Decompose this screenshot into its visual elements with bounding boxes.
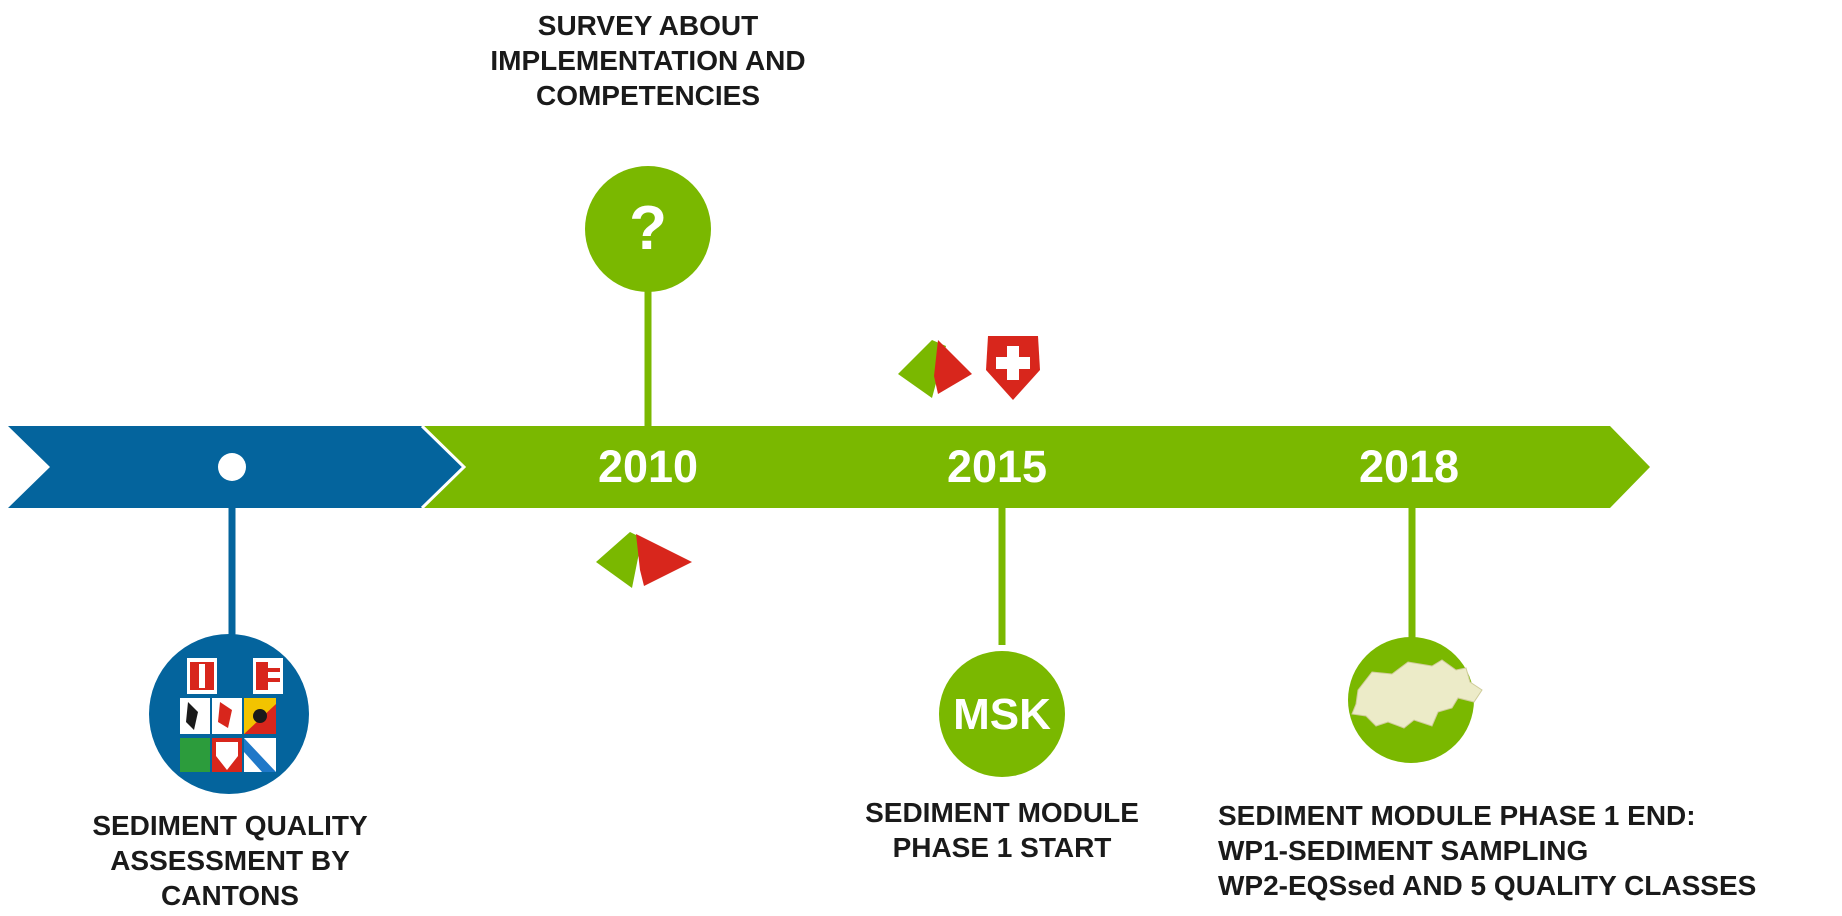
caption-line: WP2-EQSsed AND 5 QUALITY CLASSES [1218,870,1757,901]
caption-phase1-end: SEDIMENT MODULE PHASE 1 END: WP1-SEDIMEN… [1218,798,1838,903]
caption-line: SEDIMENT MODULE PHASE 1 END: [1218,800,1696,831]
question-icon: ? [629,194,667,263]
year-2015: 2015 [946,441,1048,492]
caption-cantons: SEDIMENT QUALITY ASSESSMENT BY CANTONS [40,808,420,913]
timeline-divider [420,424,467,510]
caption-line: SEDIMENT QUALITY [92,810,368,841]
timeline-band-green [422,426,1650,508]
small-logo-icon [596,532,692,588]
caption-line: WP1-SEDIMENT SAMPLING [1218,835,1589,866]
caption-survey: SURVEY ABOUT IMPLEMENTATION AND COMPETEN… [448,8,848,113]
caption-line: PHASE 1 START [892,832,1112,863]
survey-circle [585,166,711,292]
year-2018: 2018 [1358,441,1460,492]
canton-flags-icon [180,658,283,772]
timeline-start-dot [218,453,246,481]
caption-line: SURVEY ABOUT [537,10,759,41]
caption-line: ASSESSMENT BY [110,845,350,876]
caption-line: SEDIMENT MODULE [865,797,1139,828]
msk-circle [939,651,1065,777]
year-2010: 2010 [597,441,699,492]
caption-phase1-start: SEDIMENT MODULE PHASE 1 START [822,795,1182,865]
caption-line: IMPLEMENTATION AND [490,45,806,76]
switzerland-map-icon [1351,659,1483,729]
caption-line: CANTONS [161,880,299,911]
msk-icon: MSK [953,690,1051,739]
swiss-logo-icon [898,336,1040,400]
caption-line: COMPETENCIES [535,80,761,111]
